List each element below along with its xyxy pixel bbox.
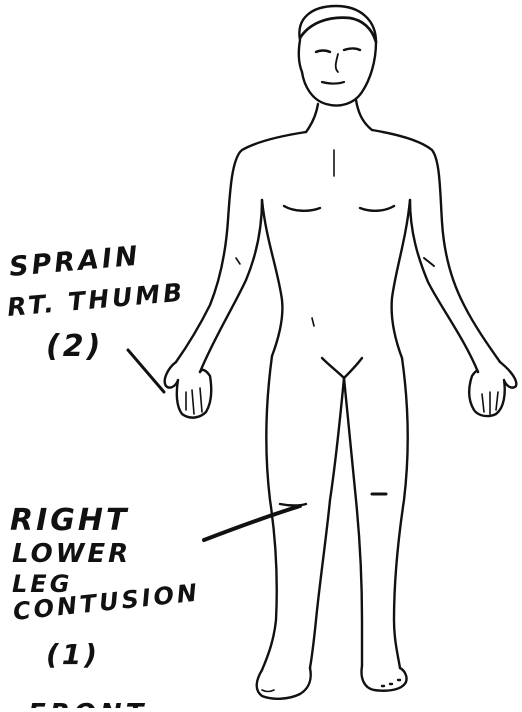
thumb-pointer-line [128, 350, 164, 392]
left-leg-inner [310, 378, 344, 668]
leg-annotation-number: (1) [46, 638, 100, 671]
right-chest-line [360, 206, 394, 211]
thumb-annotation: SPRAIN RT. THUMB (2) [6, 241, 186, 364]
leg-annotation-line2: LOWER [12, 539, 131, 569]
left-elbow-mark [236, 258, 240, 264]
neck-left [306, 104, 318, 132]
right-leg-outer [394, 358, 408, 668]
right-leg-inner [344, 378, 362, 666]
right-arm-outer [372, 130, 500, 362]
bottom-partial-label: FRONT [28, 699, 147, 708]
nose [336, 54, 338, 72]
right-foot-toes [382, 680, 400, 686]
right-elbow-mark [424, 258, 434, 266]
right-hand-fingers [482, 392, 498, 414]
leg-annotation: RIGHT LOWER LEG CONTUSION (1) [10, 503, 201, 671]
left-eye [316, 51, 330, 53]
neck-right [356, 100, 372, 130]
groin-left [322, 358, 344, 378]
left-chest-line [284, 206, 320, 211]
right-eye [344, 49, 360, 51]
face-details [316, 49, 360, 84]
right-hand-outline [469, 362, 516, 416]
leg-pointer-line [204, 506, 300, 540]
left-knee-mark [280, 504, 306, 506]
left-hand-fingers [186, 388, 202, 414]
mouth [322, 82, 344, 84]
torso-right-side [392, 200, 410, 358]
left-foot-outline [257, 668, 311, 699]
leg-annotation-line1: RIGHT [10, 503, 129, 538]
hair-outline [300, 18, 376, 42]
torso-left-side [262, 200, 282, 356]
left-hand-outline [165, 362, 211, 418]
thumb-annotation-number: (2) [46, 329, 103, 364]
human-figure-outline [165, 6, 517, 699]
navel-mark [312, 318, 314, 326]
groin-right [344, 358, 362, 378]
right-inner-arm [410, 200, 478, 372]
left-foot-toes [262, 690, 274, 692]
left-arm-outer [176, 132, 306, 362]
thumb-annotation-line1: SPRAIN [8, 241, 142, 283]
left-inner-arm [200, 200, 262, 372]
thumb-annotation-line2: RT. THUMB [6, 278, 186, 322]
